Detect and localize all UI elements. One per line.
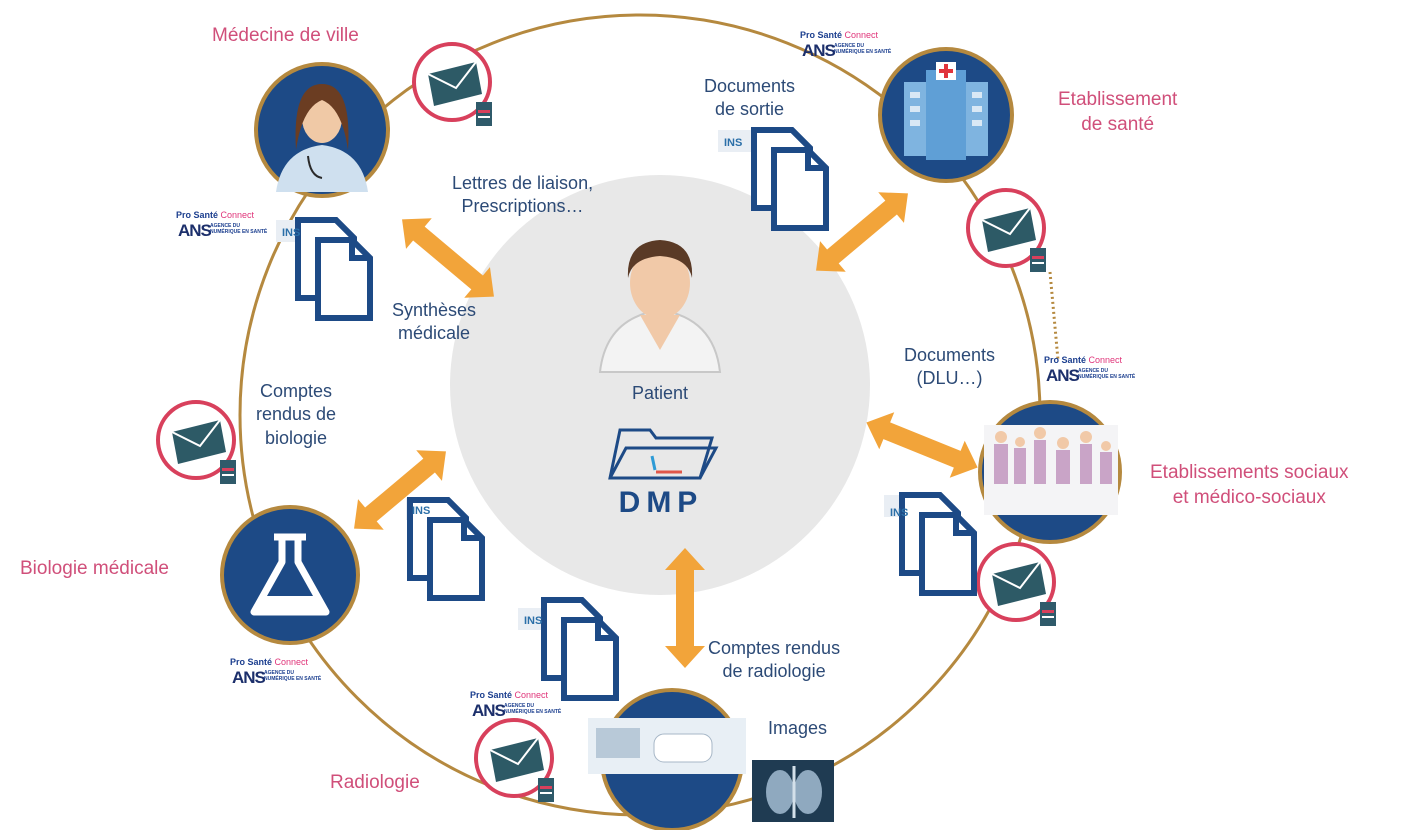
patient-label: Patient — [631, 383, 689, 403]
label-line: de santé — [1081, 113, 1155, 135]
label-radiologie: Radiologie — [330, 772, 420, 793]
psc-connect: Connect — [514, 690, 549, 700]
ans-mark: ANS — [232, 668, 266, 687]
ans-agency: AGENCE DU NUMÉRIQUE EN SANTÉ — [504, 703, 562, 715]
ins-badge: INS — [412, 505, 430, 517]
label-line: Etablissement — [1058, 89, 1178, 110]
flow-radiologie: Comptes rendus de radiologie — [708, 637, 840, 684]
flow-documents-sortie: Documents de sortie — [704, 75, 795, 122]
ans-mark: ANS — [1046, 366, 1080, 385]
label-line: médicale — [398, 323, 471, 344]
psc-title: Pro Santé Connect — [176, 210, 254, 220]
label-medecine-ville: Médecine de ville — [212, 25, 359, 46]
ins-badge: INS — [890, 507, 908, 519]
psc-logo: Pro Santé Connect ANS AGENCE DU NUMÉRIQU… — [230, 657, 330, 693]
label-line: Etablissements sociaux — [1150, 462, 1349, 483]
label-line: Comptes — [260, 381, 333, 401]
psc-logo: Pro Santé Connect ANS AGENCE DU NUMÉRIQU… — [800, 30, 900, 66]
ans-mark: ANS — [802, 41, 836, 60]
label-line: biologie — [265, 427, 328, 448]
label-line: Lettres de liaison, — [452, 173, 594, 193]
ess-node — [978, 400, 1122, 544]
envelope-icon — [412, 42, 494, 128]
arrow-ess — [858, 403, 986, 487]
psc-pro: Pro Santé — [176, 210, 219, 220]
psc-title: Pro Santé Connect — [230, 657, 308, 667]
psc-title: Pro Santé Connect — [470, 690, 548, 700]
label-line: Documents — [704, 76, 796, 96]
label-line: Documents — [904, 345, 996, 365]
ans-agency: AGENCE DU NUMÉRIQUE EN SANTÉ — [834, 43, 892, 55]
label-line: de radiologie — [722, 661, 826, 682]
ans-mark: ANS — [472, 701, 506, 720]
arrow-medecine — [389, 204, 507, 312]
flow-syntheses: Synthèses médicale — [392, 299, 476, 346]
psc-connect: Connect — [220, 210, 255, 220]
flow-documents-dlu: Documents (DLU…) — [904, 344, 995, 391]
psc-title: Pro Santé Connect — [800, 30, 878, 40]
etablissement-node — [878, 47, 1014, 183]
psc-connect: Connect — [844, 30, 879, 40]
label-line: rendus de — [256, 404, 337, 425]
ins-badge: INS — [524, 615, 542, 627]
dmp-logo-text: DMP — [619, 486, 704, 519]
biologie-node — [220, 505, 360, 645]
psc-logo: Pro Santé Connect ANS AGENCE DU NUMÉRIQU… — [176, 210, 276, 246]
label-line: (DLU…) — [916, 368, 983, 389]
dotted-connector — [1048, 271, 1060, 361]
label-line: Synthèses — [392, 300, 477, 320]
medecine-node — [254, 62, 390, 198]
psc-pro: Pro Santé — [1044, 355, 1087, 365]
psc-connect: Connect — [1088, 355, 1123, 365]
psc-logo: Pro Santé Connect ANS AGENCE DU NUMÉRIQU… — [470, 690, 570, 726]
psc-pro: Pro Santé — [470, 690, 513, 700]
label-line: Prescriptions… — [461, 196, 584, 217]
flow-biologie: Comptes rendus de biologie — [256, 380, 336, 450]
label-ess: Etablissements sociaux et médico-sociaux — [1150, 461, 1349, 510]
psc-pro: Pro Santé — [800, 30, 843, 40]
psc-title: Pro Santé Connect — [1044, 355, 1122, 365]
label-etablissement-sante: Etablissement de santé — [1058, 88, 1177, 137]
label-biologie: Biologie médicale — [20, 558, 169, 579]
ins-badge: INS — [724, 137, 742, 149]
ans-agency: AGENCE DU NUMÉRIQUE EN SANTÉ — [1078, 368, 1136, 380]
label-line: et médico-sociaux — [1172, 486, 1326, 508]
center-circle — [450, 175, 870, 595]
envelope-icon — [474, 718, 556, 804]
ins-badge: INS — [282, 227, 300, 239]
psc-connect: Connect — [274, 657, 309, 667]
ans-mark: ANS — [178, 221, 212, 240]
envelope-icon — [966, 188, 1048, 274]
flow-lettres: Lettres de liaison, Prescriptions… — [452, 172, 593, 219]
xray-image — [752, 760, 834, 822]
arrow-radiologie — [665, 548, 705, 668]
patient-avatar-icon — [598, 240, 722, 373]
ans-agency: AGENCE DU NUMÉRIQUE EN SANTÉ — [264, 670, 322, 682]
envelope-icon — [156, 400, 238, 486]
ans-agency: AGENCE DU NUMÉRIQUE EN SANTÉ — [210, 223, 268, 235]
psc-logo: Pro Santé Connect ANS AGENCE DU NUMÉRIQU… — [1044, 355, 1144, 391]
dmp-logo-icon — [608, 428, 719, 480]
label-line: Comptes rendus — [708, 638, 841, 658]
label-line: de sortie — [715, 99, 785, 120]
psc-pro: Pro Santé — [230, 657, 273, 667]
envelope-icon — [976, 542, 1058, 628]
radiologie-node — [588, 688, 746, 830]
flow-images: Images — [768, 718, 828, 738]
